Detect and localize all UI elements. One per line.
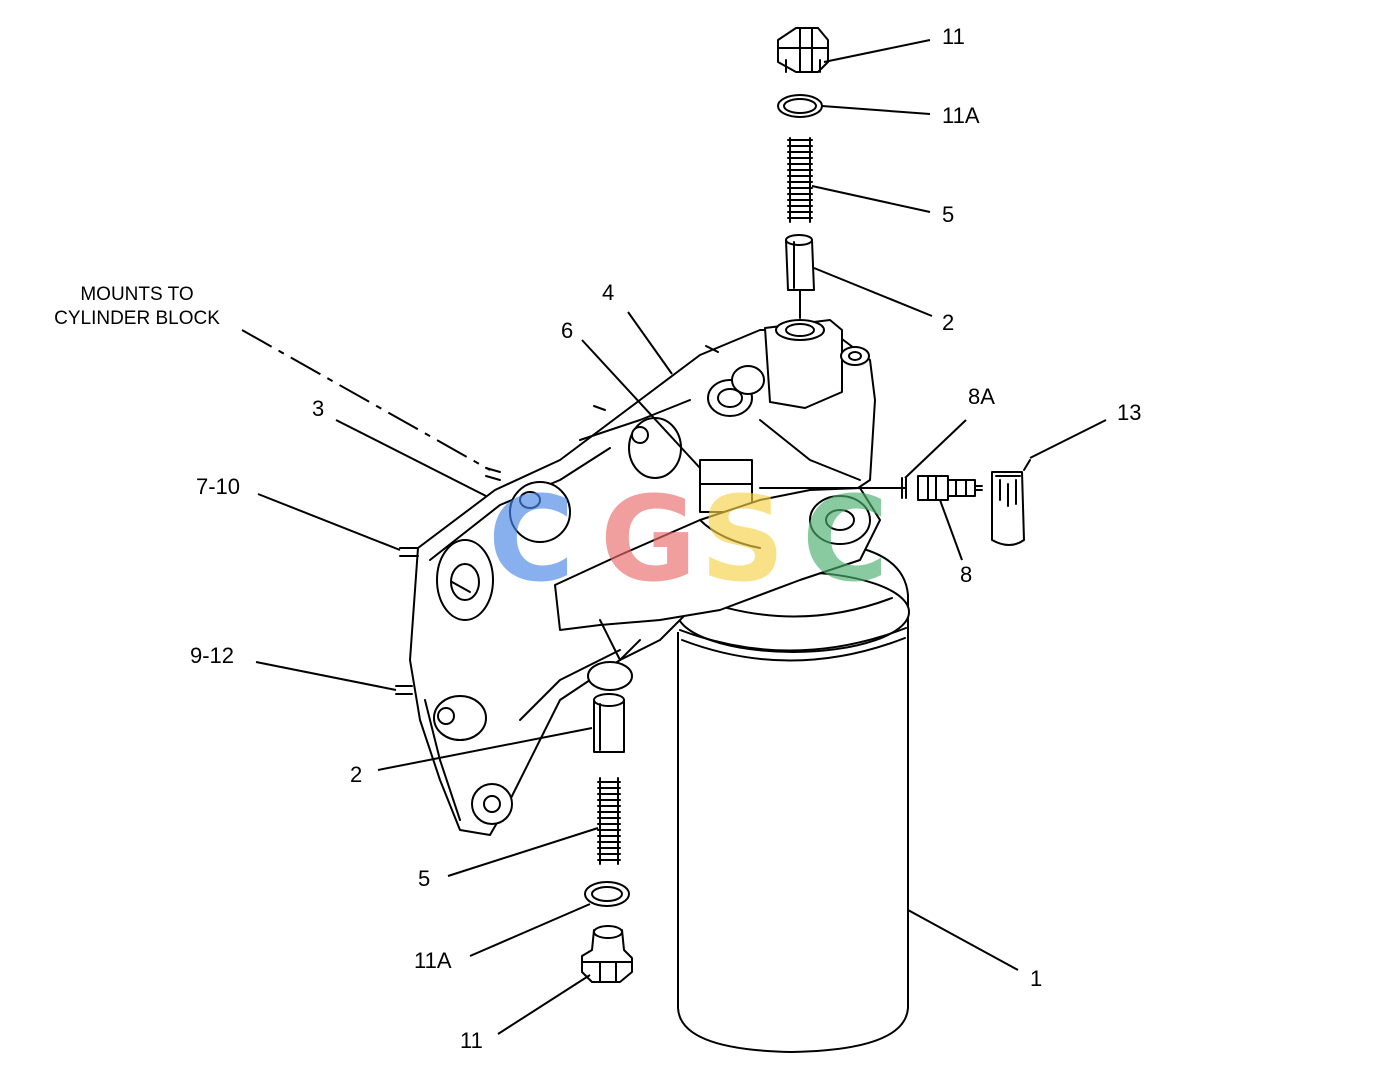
- callout-13: 13: [1117, 400, 1141, 425]
- callout-2-top: 2: [942, 310, 954, 335]
- callout-1: 1: [1030, 966, 1042, 991]
- callout-8a: 8A: [968, 384, 995, 409]
- callout-8: 8: [960, 562, 972, 587]
- callout-5-top: 5: [942, 202, 954, 227]
- washer-8a: [901, 477, 907, 499]
- callout-11a-top: 11A: [942, 103, 980, 128]
- callout-2-bottom: 2: [350, 762, 362, 787]
- watermark-letter-3: S: [700, 470, 785, 608]
- valve-bottom: [593, 693, 625, 753]
- watermark-letter-2: G: [600, 470, 697, 608]
- note-line-2: CYLINDER BLOCK: [54, 308, 220, 329]
- watermark: C G S C: [488, 470, 889, 608]
- callout-11-top: 11: [942, 24, 965, 49]
- pressure-switch: [917, 475, 983, 501]
- leader-lines: [241, 39, 1107, 1035]
- callout-3: 3: [312, 396, 324, 421]
- spring-top: [787, 137, 813, 223]
- o-ring-top: [777, 94, 823, 118]
- callout-9-12: 9-12: [190, 643, 234, 668]
- watermark-letter-1: C: [488, 470, 575, 608]
- callout-11-bottom: 11: [460, 1028, 483, 1053]
- callout-labels: MOUNTS TO CYLINDER BLOCK 11 11A 5 2 4 6 …: [54, 24, 1141, 1053]
- plug-top: [777, 27, 829, 73]
- connector-13: [991, 459, 1031, 546]
- valve-top: [785, 234, 815, 291]
- o-ring-bottom: [584, 881, 630, 907]
- note-line-1: MOUNTS TO: [80, 284, 193, 305]
- callout-11a-bottom: 11A: [414, 948, 452, 973]
- watermark-letter-4: C: [802, 470, 889, 608]
- filter-element: [676, 547, 910, 1053]
- plug-bottom: [581, 925, 633, 983]
- callout-6: 6: [561, 318, 573, 343]
- spring-bottom: [597, 777, 621, 865]
- callout-7-10: 7-10: [196, 474, 240, 499]
- callout-4: 4: [602, 280, 614, 305]
- callout-5-bottom: 5: [418, 866, 430, 891]
